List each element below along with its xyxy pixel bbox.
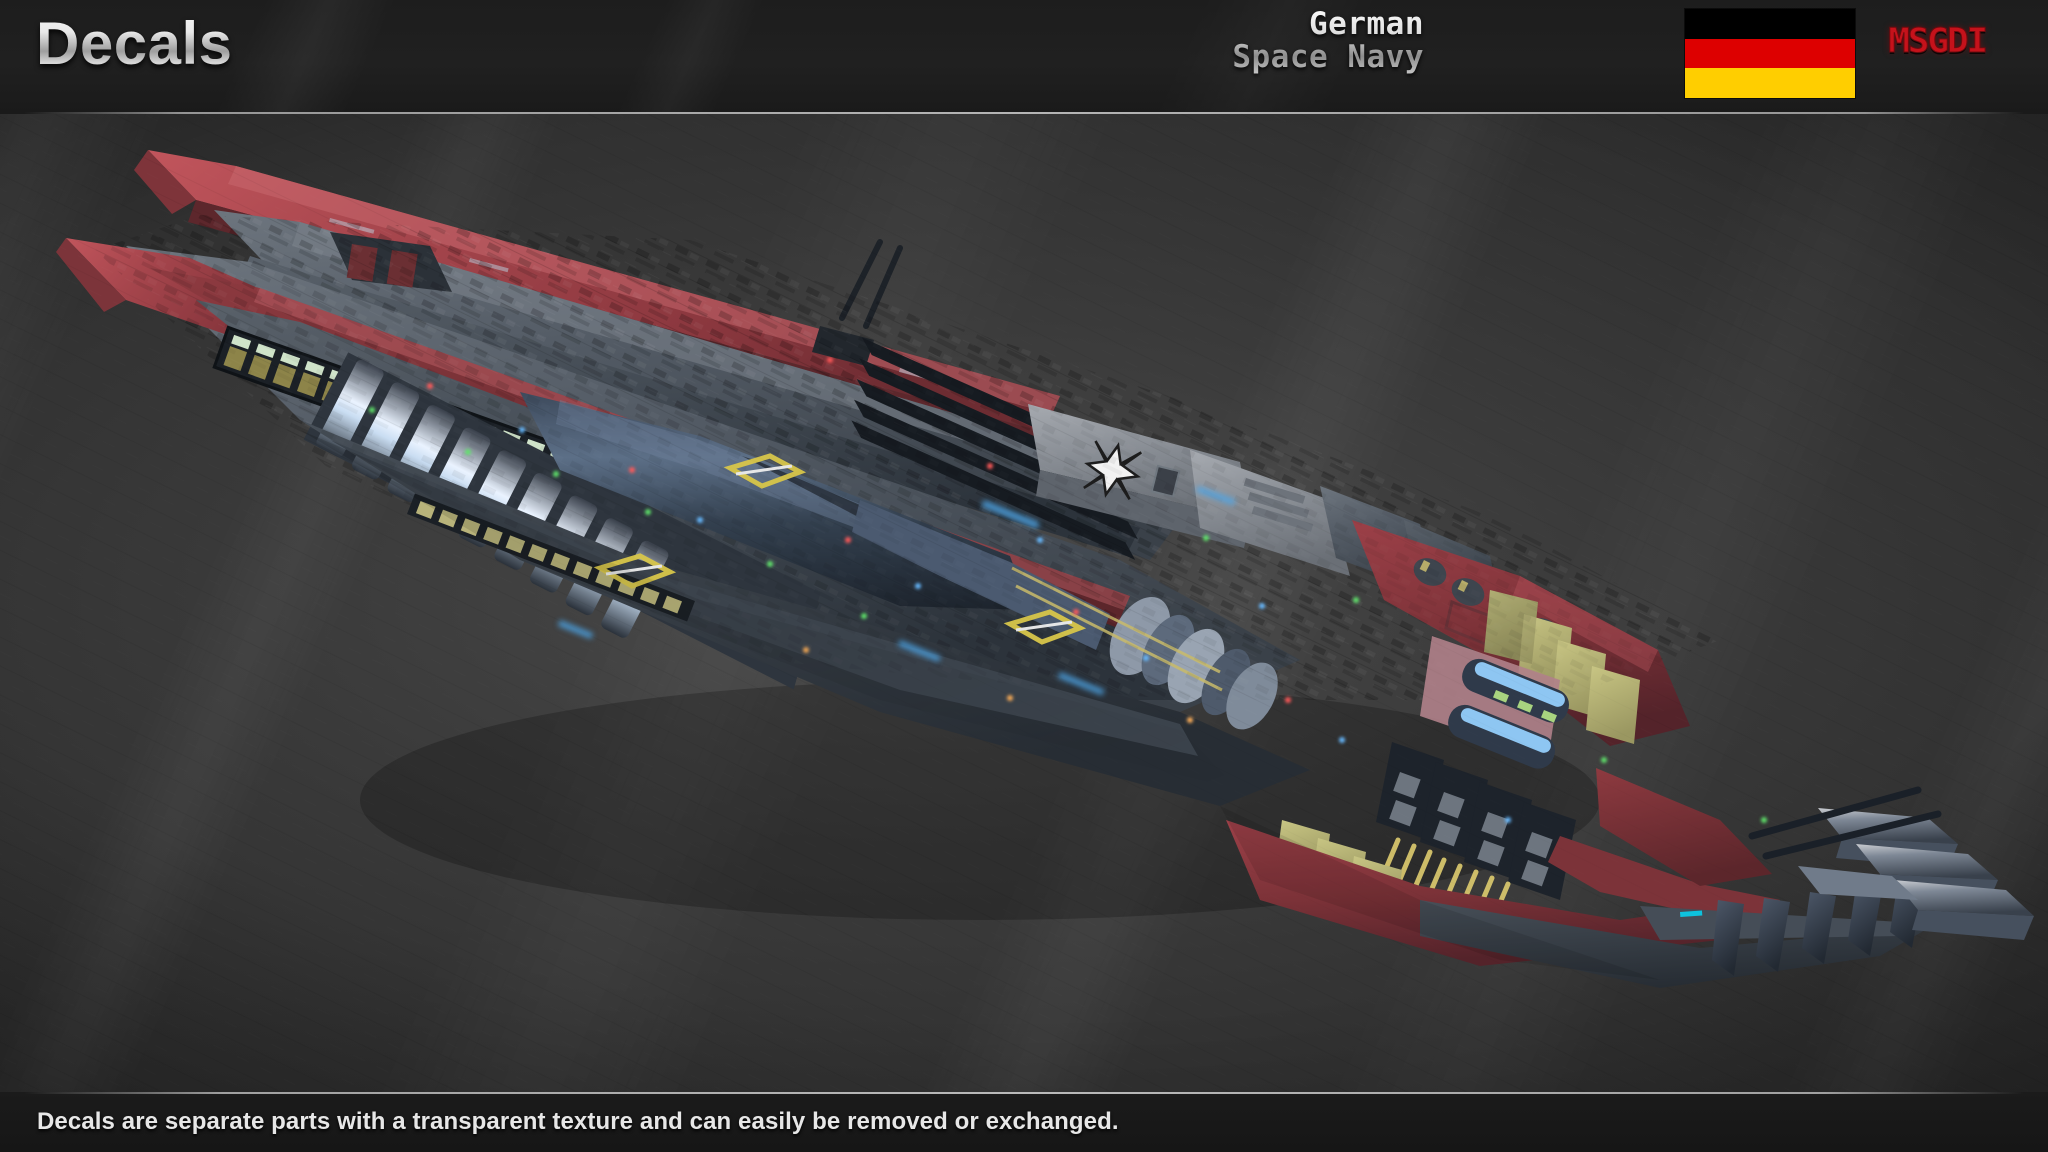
footer-bar: Decals are separate parts with a transpa… xyxy=(0,1092,2048,1152)
flag-band-gold xyxy=(1685,68,1855,99)
brand-line-2: Space Navy xyxy=(1232,39,1424,76)
german-flag-icon xyxy=(1685,9,1855,99)
page-title: Decals xyxy=(36,10,233,77)
brand-line-1: German xyxy=(1309,6,1424,42)
footer-divider xyxy=(24,1092,2024,1094)
header-bar: Decals German Space Navy MSGDI xyxy=(0,0,2048,114)
header-divider xyxy=(24,112,2024,114)
msgdi-logo: MSGDI xyxy=(1888,21,1989,62)
caption-text: Decals are separate parts with a transpa… xyxy=(37,1108,1119,1135)
brand-name: German Space Navy xyxy=(1164,8,1424,75)
flag-band-black xyxy=(1685,9,1855,39)
flag-band-red xyxy=(1685,38,1855,69)
